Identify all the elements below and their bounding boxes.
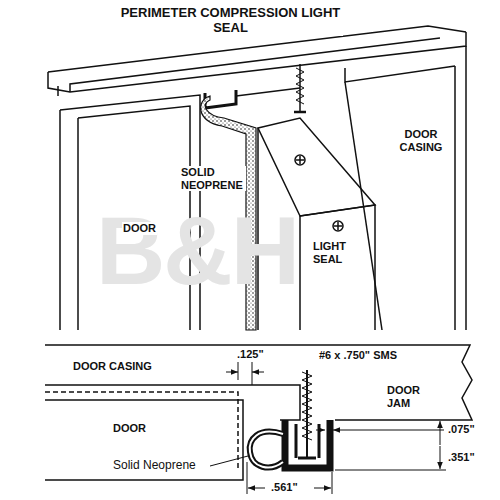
screw-thread	[296, 68, 304, 104]
door-section	[45, 400, 243, 480]
dimension-arrow	[440, 421, 441, 445]
door-casing-section	[45, 385, 300, 420]
part-label: SOLID NEOPRENE	[180, 166, 246, 191]
dimension-arrow	[314, 488, 331, 489]
door-panel	[59, 110, 61, 330]
dimension-arrow	[252, 372, 264, 373]
part-label: Solid Neoprene	[112, 459, 197, 473]
dimension-label: .125"	[236, 348, 265, 361]
neoprene-bulb	[250, 432, 283, 468]
retainer-channel	[236, 88, 300, 96]
part-label: DOOR	[112, 422, 147, 435]
dimension-label: .561"	[270, 481, 299, 494]
part-label: DOOR	[122, 222, 157, 235]
dimension-extension	[238, 362, 252, 385]
retainer-channel	[296, 424, 319, 458]
screw-shank	[299, 64, 301, 112]
part-label: DOOR CASING	[72, 360, 153, 373]
fastener-label: #6 x .750" SMS	[318, 349, 398, 362]
screw-head	[296, 156, 304, 164]
screw-head	[334, 222, 342, 230]
dimension-label: .351"	[447, 451, 476, 464]
part-label: DOOR CASING	[392, 128, 450, 153]
section-view	[45, 345, 472, 494]
watermark: B&H	[96, 196, 298, 306]
retainer-channel	[285, 420, 330, 468]
light-seal-block	[300, 205, 375, 330]
screw-head	[298, 457, 316, 460]
door-casing	[454, 66, 456, 330]
screw-shank	[294, 111, 306, 114]
header-beam	[48, 32, 466, 92]
dimension-arrow	[440, 446, 441, 469]
light-seal-block	[299, 216, 301, 330]
screw-thread	[296, 68, 304, 104]
dimension-label: .075"	[447, 423, 476, 436]
dimension-arrow	[248, 488, 265, 489]
header-beam	[70, 38, 440, 92]
leader-line	[344, 430, 444, 431]
header-beam	[57, 86, 59, 96]
perspective-view	[48, 26, 466, 330]
part-label: LIGHT SEAL	[312, 240, 364, 265]
neoprene-bulb	[250, 432, 283, 468]
screw-thread	[302, 372, 312, 440]
diagram-title: PERIMETER COMPRESSION LIGHT SEAL	[118, 6, 343, 36]
screw-head	[333, 221, 343, 231]
dimension-arrow	[333, 430, 344, 431]
door-casing-section	[45, 345, 472, 420]
door-panel	[77, 118, 79, 330]
dimension-arrow	[226, 372, 238, 373]
screw-head	[295, 155, 305, 165]
part-label: DOOR JAM	[386, 384, 432, 409]
door-casing	[345, 66, 455, 82]
dimension-extension	[335, 470, 446, 471]
door-casing	[465, 46, 467, 330]
leader-line	[210, 456, 248, 466]
screw-thread	[302, 372, 312, 440]
